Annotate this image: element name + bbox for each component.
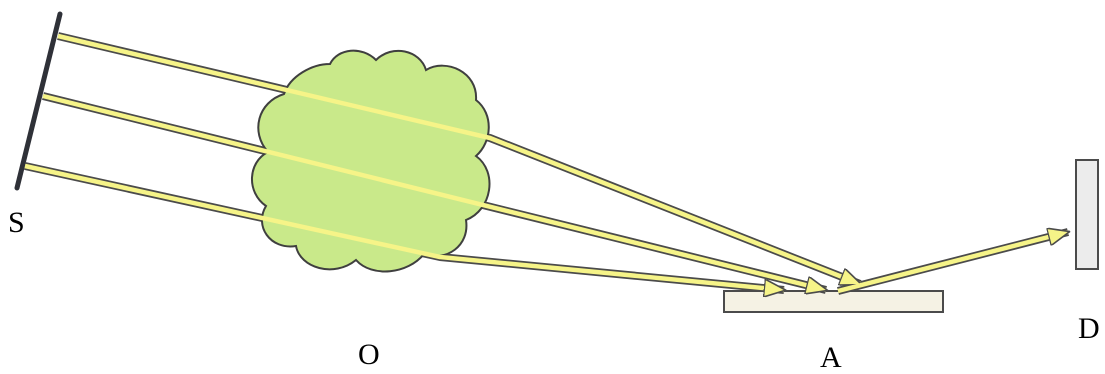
- cloud-icon: [252, 51, 490, 272]
- label-detector: D: [1078, 314, 1100, 344]
- rays-outline: [25, 36, 1068, 291]
- detector-plate: [1076, 160, 1098, 269]
- label-source: S: [8, 208, 25, 238]
- ray-reflected: [838, 232, 1068, 291]
- label-obstacle: O: [358, 340, 380, 370]
- label-reflector: A: [820, 343, 842, 373]
- reflector-plate: [724, 291, 943, 312]
